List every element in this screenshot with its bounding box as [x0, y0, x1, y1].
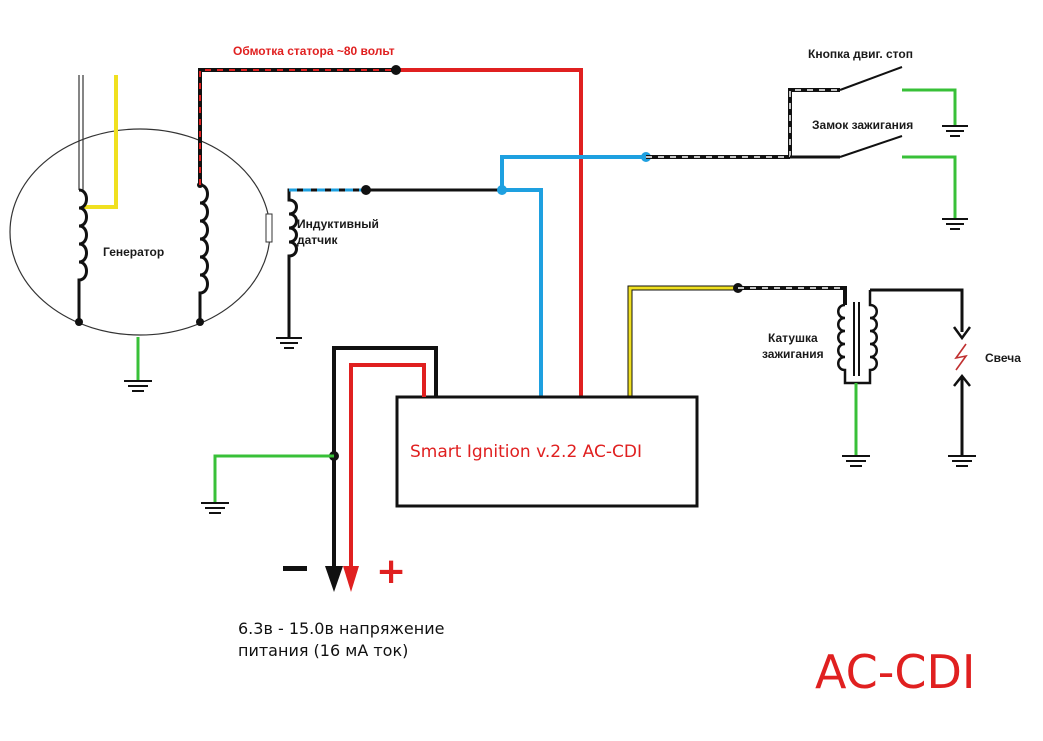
stator-junction	[391, 65, 401, 75]
supply-positive-arrowhead	[343, 566, 359, 592]
supply-voltage-label-1: 6.3в - 15.0в напряжение	[238, 619, 444, 638]
generator-housing	[9, 128, 271, 336]
ignition-coil-label-1: Катушка	[768, 331, 818, 345]
inductive-sensor-ground-icon	[276, 337, 302, 349]
ignition-coil-secondary	[856, 290, 878, 385]
cdi-module-box	[395, 395, 699, 508]
generator-yellow-lead	[83, 75, 118, 209]
inductive-sensor-coil	[287, 193, 298, 337]
ignition-coil-primary	[837, 303, 856, 385]
ignition-lock-contact	[839, 135, 903, 158]
supply-voltage-label-2: питания (16 мА ток)	[238, 641, 408, 660]
ignition-coil: Катушка зажигания	[762, 288, 964, 467]
stop-button-ground-wire	[902, 88, 957, 125]
generator-label: Генератор	[103, 245, 164, 259]
stop-and-ignition-switches: Кнопка двиг. стоп Замок зажигания	[788, 47, 968, 230]
stator-wire: Обмотка статора ~80 вольт	[198, 44, 583, 397]
stop-button-ground-icon	[942, 125, 968, 137]
ignition-coil-ground-icon	[842, 455, 870, 467]
cdi-module: Smart Ignition v.2.2 AC-CDI	[395, 395, 699, 508]
blue-junction-module	[497, 185, 507, 195]
ignition-lock-label: Замок зажигания	[812, 118, 913, 132]
spark-plug-label: Свеча	[985, 351, 1021, 365]
generator-left-coil	[77, 188, 88, 322]
generator-sensor-tab	[265, 213, 273, 243]
generator-junction-left	[75, 318, 83, 326]
blue-signal-wires	[497, 152, 790, 397]
inductive-sensor-label-1: Индуктивный	[297, 217, 379, 231]
supply-positive-wire	[349, 363, 426, 568]
generator-junction-right	[196, 318, 204, 326]
coil-output-wire	[627, 283, 847, 397]
generator-right-coil	[198, 183, 209, 322]
ignition-lock-ground-wire	[902, 155, 957, 218]
spark-plug: Свеча	[948, 326, 1021, 467]
generator-ground-icon	[124, 380, 152, 392]
supply-negative-arrowhead	[325, 566, 343, 592]
inductive-sensor-label-2: датчик	[297, 233, 339, 247]
stator-winding-label: Обмотка статора ~80 вольт	[233, 44, 395, 58]
ignition-lock-ground-icon	[942, 218, 968, 230]
supply-ground-wire	[213, 454, 334, 502]
generator: Генератор	[9, 75, 273, 392]
supply-ground-icon	[201, 502, 229, 514]
spark-icon	[954, 343, 968, 371]
ignition-coil-label-2: зажигания	[762, 347, 824, 361]
spark-plug-ground-icon	[948, 455, 976, 467]
spark-plug-top-arrowhead	[952, 326, 972, 341]
inductive-sensor: Индуктивный датчик	[276, 185, 502, 349]
minus-sign	[283, 566, 307, 571]
big-title: AC-CDI	[815, 645, 975, 699]
plus-sign: +	[376, 551, 406, 592]
power-supply: + 6.3в - 15.0в напряжение питания (16 мА…	[201, 346, 444, 660]
module-name-label: Smart Ignition v.2.2 AC-CDI	[410, 442, 642, 462]
engine-stop-button-label: Кнопка двиг. стоп	[808, 47, 913, 61]
stop-button-contact	[839, 66, 903, 91]
